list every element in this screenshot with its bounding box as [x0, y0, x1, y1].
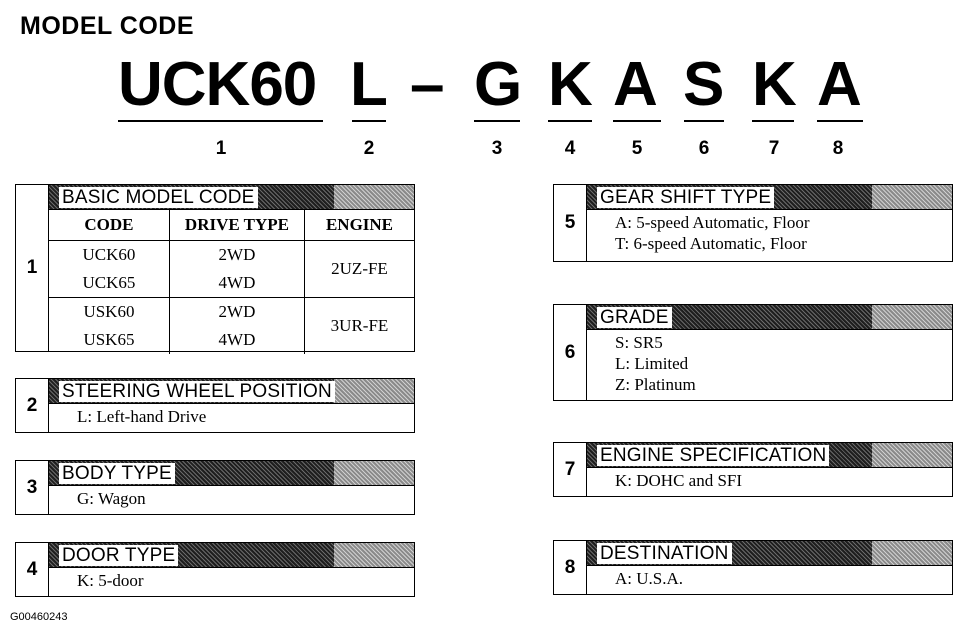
section-engine-specification: 7 ENGINE SPECIFICATION K: DOHC and SFI [553, 442, 953, 497]
section-line: T: 6-speed Automatic, Floor [615, 234, 807, 253]
cell-drive-type: 2WD [168, 240, 305, 269]
table-row: UCK65 4WD [49, 269, 414, 298]
code-number-6: 6 [698, 138, 710, 159]
section-number: 8 [554, 541, 587, 594]
code-number-1: 1 [215, 138, 227, 159]
section-line: G: Wagon [77, 489, 146, 508]
code-segment-5: A [613, 50, 658, 119]
code-segment-2: L [350, 50, 388, 119]
code-segment-1: UCK60 [118, 50, 317, 119]
section-line: A: 5-speed Automatic, Floor [615, 213, 810, 232]
section-title: DOOR TYPE [59, 545, 179, 566]
section-header: BODY TYPE [49, 461, 414, 486]
code-segment-3: G [474, 50, 522, 119]
column-header-code: CODE [49, 210, 170, 241]
section-line: K: DOHC and SFI [615, 471, 743, 490]
section-header: GEAR SHIFT TYPE [587, 185, 952, 210]
cell-code: USK65 [49, 326, 170, 354]
code-underline-3 [474, 120, 520, 122]
section-header: GRADE [587, 305, 952, 330]
code-underline-1 [118, 120, 323, 122]
cell-code: UCK60 [49, 240, 170, 269]
code-dash: – [410, 50, 444, 119]
section-gear-shift-type: 5 GEAR SHIFT TYPE A: 5-speed Automatic, … [553, 184, 953, 262]
column-header-engine: ENGINE [303, 210, 414, 241]
code-number-4: 4 [564, 138, 576, 159]
section-header: STEERING WHEEL POSITION [49, 379, 414, 404]
cell-drive-type: 4WD [168, 269, 305, 298]
basic-model-table: CODE DRIVE TYPE ENGINE UCK60 2WD 2UZ-FE … [49, 210, 414, 354]
code-number-2: 2 [363, 138, 375, 159]
section-header: DOOR TYPE [49, 543, 414, 568]
code-underline-6 [684, 120, 724, 122]
section-line: K: 5-door [77, 571, 144, 590]
table-row: USK65 4WD [49, 326, 414, 354]
code-underline-8 [817, 120, 863, 122]
cell-code: USK60 [49, 297, 170, 326]
section-line: L: Limited [615, 354, 689, 373]
section-door-type: 4 DOOR TYPE K: 5-door [15, 542, 415, 597]
code-number-8: 8 [832, 138, 844, 159]
section-title: ENGINE SPECIFICATION [597, 445, 830, 466]
section-line: S: SR5 [615, 333, 663, 352]
section-grade: 6 GRADE S: SR5 L: Limited Z: Platinum [553, 304, 953, 401]
page-title: MODEL CODE [20, 12, 194, 40]
code-underline-7 [752, 120, 794, 122]
section-title: GEAR SHIFT TYPE [597, 187, 775, 208]
section-line: L: Left-hand Drive [77, 407, 207, 426]
code-segment-7: K [752, 50, 797, 119]
section-title: STEERING WHEEL POSITION [59, 381, 335, 402]
table-row: USK60 2WD 3UR-FE [49, 297, 414, 354]
section-line: Z: Platinum [615, 375, 696, 394]
cell-engine: 2UZ-FE [303, 240, 414, 298]
code-number-3: 3 [491, 138, 503, 159]
section-number: 1 [16, 185, 49, 351]
section-number: 6 [554, 305, 587, 400]
section-header: DESTINATION [587, 541, 952, 566]
section-title: BODY TYPE [59, 463, 175, 484]
cell-drive-type: 2WD [168, 297, 305, 326]
cell-code: UCK65 [49, 269, 170, 298]
section-number: 4 [16, 543, 49, 596]
section-title: DESTINATION [597, 543, 732, 564]
section-destination: 8 DESTINATION A: U.S.A. [553, 540, 953, 595]
cell-engine: 3UR-FE [303, 297, 414, 354]
section-line: A: U.S.A. [615, 569, 684, 588]
code-underline-4 [548, 120, 592, 122]
column-header-drive-type: DRIVE TYPE [168, 210, 305, 241]
section-number: 7 [554, 443, 587, 496]
code-underline-2 [352, 120, 386, 122]
section-title: BASIC MODEL CODE [59, 187, 258, 208]
code-number-5: 5 [631, 138, 643, 159]
table-row: UCK60 2WD 2UZ-FE [49, 240, 414, 298]
figure-id: G00460243 [10, 611, 68, 623]
section-header: BASIC MODEL CODE [49, 185, 414, 210]
code-segment-6: S [683, 50, 724, 119]
section-number: 2 [16, 379, 49, 432]
section-title: GRADE [597, 307, 672, 328]
section-number: 3 [16, 461, 49, 514]
code-segment-8: A [817, 50, 862, 119]
code-underline-5 [613, 120, 661, 122]
section-basic-model-code: 1 BASIC MODEL CODE CODE DRIVE TYPE ENGIN… [15, 184, 415, 354]
section-steering-wheel-position: 2 STEERING WHEEL POSITION L: Left-hand D… [15, 378, 415, 433]
section-body-type: 3 BODY TYPE G: Wagon [15, 460, 415, 515]
code-number-7: 7 [768, 138, 780, 159]
section-number: 5 [554, 185, 587, 261]
cell-drive-type: 4WD [168, 326, 305, 354]
code-segment-4: K [548, 50, 593, 119]
section-header: ENGINE SPECIFICATION [587, 443, 952, 468]
